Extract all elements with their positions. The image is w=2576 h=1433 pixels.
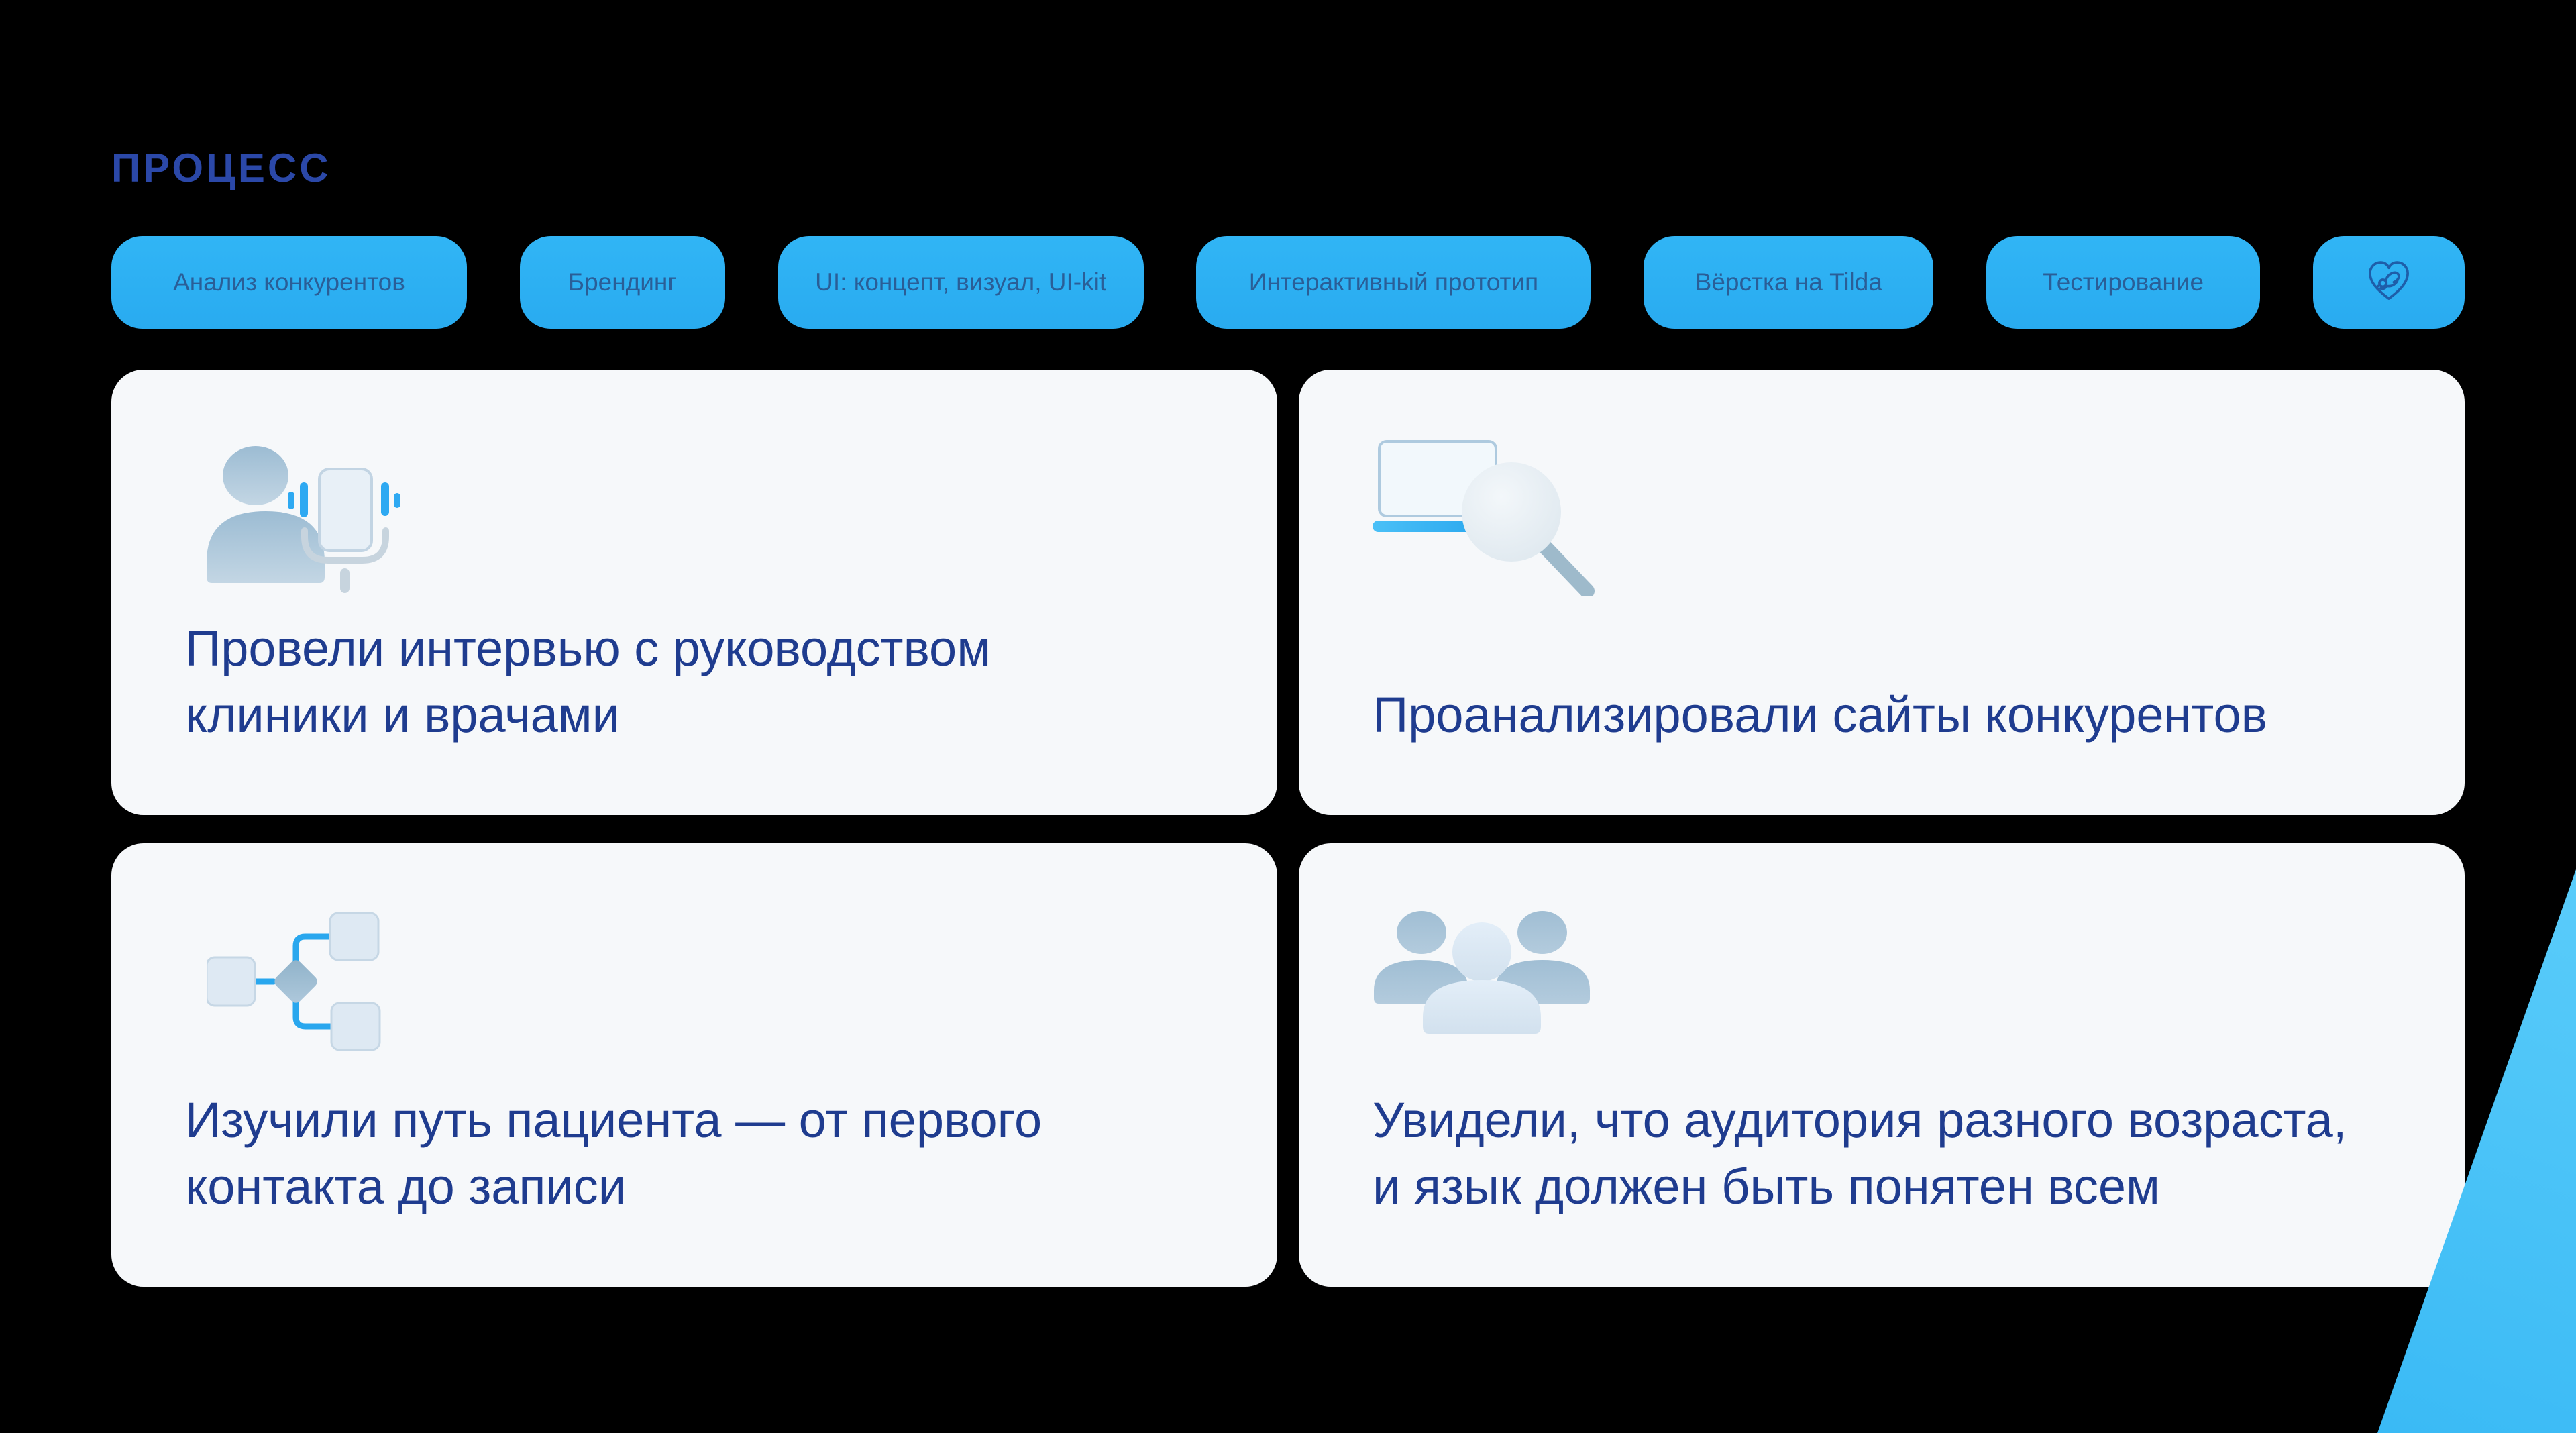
interview-person-phone-icon [186,437,408,601]
nav-step-label: Брендинг [568,268,677,296]
nav-step-label: UI: концепт, визуал, UI-kit [815,268,1107,296]
nav-step-testing[interactable]: Тестирование [1986,236,2261,329]
page-title: ПРОЦЕСС [111,146,331,191]
card-patient-journey: Изучили путь пациента — от первого конта… [111,843,1277,1287]
nav-step-ui-concept[interactable]: UI: концепт, визуал, UI-kit [777,236,1144,329]
card-audience: Увидели, что аудитория разного возраста,… [1299,843,2465,1287]
nav-step-label: Интерактивный прототип [1248,268,1539,296]
nav-step-label: Тестирование [2043,268,2204,296]
nav-step-branding[interactable]: Брендинг [519,236,725,329]
laptop-magnifier-icon [1371,435,1599,600]
nav-step-interactive-prototype[interactable]: Интерактивный прототип [1196,236,1591,329]
card-competitor-sites: Проанализировали сайты конкурентов [1299,370,2465,815]
card-interview: Провели интервью с руководством клиники … [111,370,1277,815]
patient-journey-flowchart-icon [205,910,381,1056]
nav-step-tilda-layout[interactable]: Вёрстка на Tilda [1644,236,1934,329]
card-text: Изучили путь пациента — от первого конта… [185,1092,1042,1214]
card-text: Увидели, что аудитория разного возраста,… [1373,1092,2347,1214]
nav-step-competitor-analysis[interactable]: Анализ конкурентов [111,236,467,329]
process-steps-nav: Анализ конкурентов Брендинг UI: концепт,… [111,236,2465,329]
card-text: Провели интервью с руководством клиники … [185,621,991,743]
card-text: Проанализировали сайты конкурентов [1373,686,2267,743]
nav-step-label: Вёрстка на Tilda [1695,268,1882,296]
audience-people-icon [1374,910,1590,1039]
nav-step-label: Анализ конкурентов [173,268,405,296]
heart-bird-icon [2364,255,2414,311]
logo-button[interactable] [2312,236,2465,329]
